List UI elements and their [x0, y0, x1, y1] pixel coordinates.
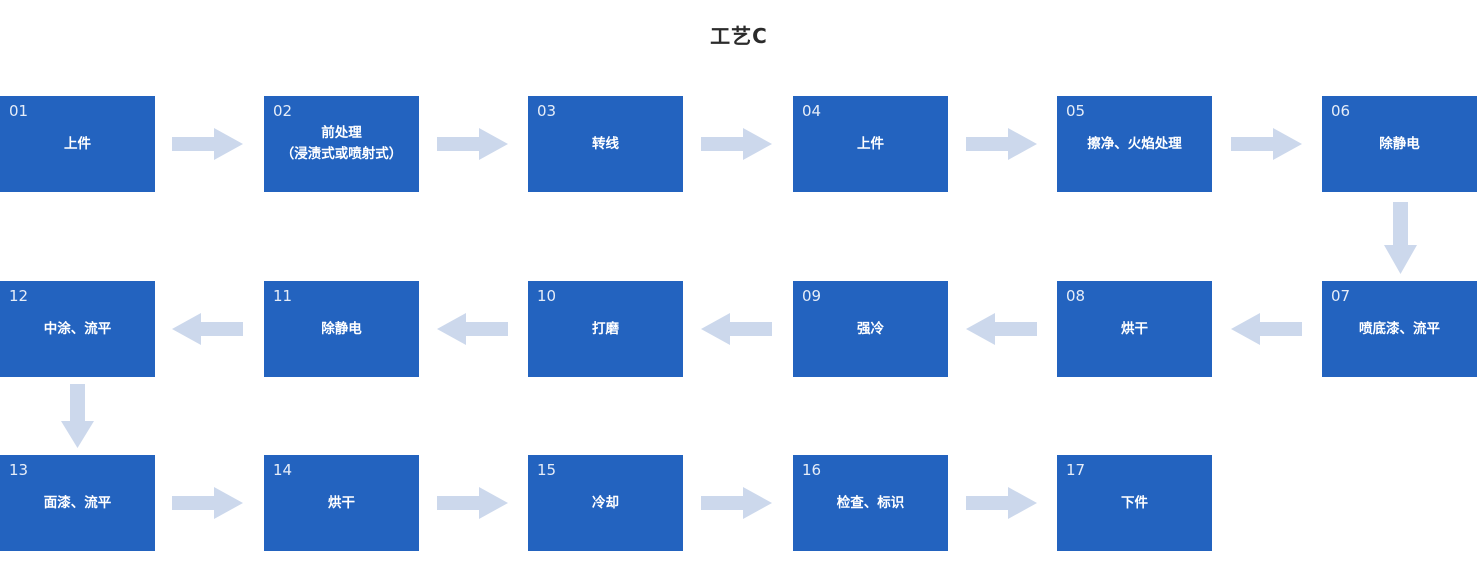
node-number: 17	[1066, 461, 1086, 479]
process-node-03[interactable]: 03 转线	[528, 96, 683, 192]
node-number: 05	[1066, 102, 1086, 120]
node-number: 01	[9, 102, 29, 120]
process-node-12[interactable]: 12 中涂、流平	[0, 281, 155, 377]
process-node-02[interactable]: 02 前处理（浸渍式或喷射式）	[264, 96, 419, 192]
node-number: 02	[273, 102, 293, 120]
node-label: 检查、标识	[836, 494, 905, 511]
node-number: 04	[802, 102, 822, 120]
process-node-05[interactable]: 05 擦净、火焰处理	[1057, 96, 1212, 192]
node-label: 擦净、火焰处理	[1087, 135, 1182, 152]
process-node-15[interactable]: 15 冷却	[528, 455, 683, 551]
node-label: 除静电	[321, 320, 362, 337]
process-node-07[interactable]: 07 喷底漆、流平	[1322, 281, 1477, 377]
arrow-02-to-03	[437, 128, 508, 160]
node-label: 面漆、流平	[43, 494, 112, 511]
node-label: 转线	[592, 135, 619, 152]
node-label: 烘干	[328, 494, 355, 511]
arrow-09-to-10	[701, 313, 772, 345]
node-label: 前处理（浸渍式或喷射式）	[280, 125, 403, 162]
node-label: 下件	[1121, 494, 1148, 511]
process-node-10[interactable]: 10 打磨	[528, 281, 683, 377]
node-number: 06	[1331, 102, 1351, 120]
arrow-15-to-16	[701, 487, 772, 519]
node-label: 喷底漆、流平	[1359, 320, 1440, 337]
node-number: 14	[273, 461, 293, 479]
node-label: 强冷	[857, 320, 884, 337]
node-number: 11	[273, 287, 293, 305]
node-number: 15	[537, 461, 557, 479]
node-label: 上件	[857, 135, 884, 152]
arrow-04-to-05	[966, 128, 1037, 160]
node-number: 08	[1066, 287, 1086, 305]
arrow-05-to-06	[1231, 128, 1302, 160]
process-node-06[interactable]: 06 除静电	[1322, 96, 1477, 192]
arrow-06-to-07	[1384, 202, 1417, 274]
process-node-04[interactable]: 04 上件	[793, 96, 948, 192]
process-node-01[interactable]: 01 上件	[0, 96, 155, 192]
arrow-07-to-08	[1231, 313, 1302, 345]
node-number: 03	[537, 102, 557, 120]
process-node-13[interactable]: 13 面漆、流平	[0, 455, 155, 551]
arrow-12-to-13	[61, 384, 94, 448]
arrow-08-to-09	[966, 313, 1037, 345]
process-node-09[interactable]: 09 强冷	[793, 281, 948, 377]
arrow-11-to-12	[172, 313, 243, 345]
node-label: 上件	[64, 135, 91, 152]
arrow-01-to-02	[172, 128, 243, 160]
node-label: 冷却	[592, 494, 619, 511]
node-label: 中涂、流平	[43, 320, 112, 337]
node-number: 13	[9, 461, 29, 479]
arrow-16-to-17	[966, 487, 1037, 519]
process-node-11[interactable]: 11 除静电	[264, 281, 419, 377]
arrow-10-to-11	[437, 313, 508, 345]
process-node-08[interactable]: 08 烘干	[1057, 281, 1212, 377]
page-title: 工艺C	[710, 24, 768, 48]
arrow-13-to-14	[172, 487, 243, 519]
process-node-16[interactable]: 16 检查、标识	[793, 455, 948, 551]
node-number: 10	[537, 287, 557, 305]
arrow-03-to-04	[701, 128, 772, 160]
node-number: 12	[9, 287, 29, 305]
node-label: 除静电	[1379, 135, 1420, 152]
process-node-14[interactable]: 14 烘干	[264, 455, 419, 551]
process-node-17[interactable]: 17 下件	[1057, 455, 1212, 551]
node-number: 07	[1331, 287, 1351, 305]
arrow-14-to-15	[437, 487, 508, 519]
node-label: 烘干	[1121, 320, 1148, 337]
node-number: 09	[802, 287, 822, 305]
node-label: 打磨	[592, 320, 619, 337]
node-number: 16	[802, 461, 822, 479]
